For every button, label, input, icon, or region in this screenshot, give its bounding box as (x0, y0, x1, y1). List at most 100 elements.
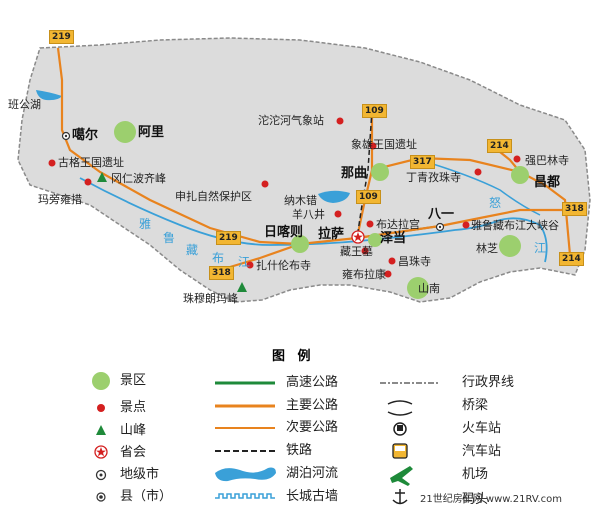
label-guge: 古格王国遗址 (58, 156, 124, 169)
spot-yangbajing (334, 210, 342, 218)
namucuo-lake (318, 190, 350, 203)
spot-mapang (84, 178, 92, 186)
footer-site-url: www.21RV.com (485, 494, 562, 505)
label-mapang: 玛旁雍措 (38, 193, 82, 206)
legend-prefecture-inner (99, 473, 103, 477)
spot-xiangxiong (369, 142, 377, 150)
label-river-bu: 布 (212, 251, 225, 265)
label-zedang: 泽当 (380, 231, 407, 246)
road-shield-214-a: 214 (487, 139, 512, 153)
label-yangbajing: 羊八井 (292, 208, 325, 221)
scenic-area-ali (114, 121, 136, 143)
road-shield-317: 317 (410, 155, 435, 169)
label-bangong: 班公湖 (8, 98, 41, 111)
capital-lasa-star (353, 232, 363, 242)
label-namucuo: 纳木错 (284, 194, 317, 207)
label-river-zang: 藏 (186, 243, 199, 257)
label-gaer: 噶尔 (72, 128, 99, 143)
spot-guge (48, 159, 56, 167)
road-shield-318-b: 318 (209, 266, 234, 280)
label-qiangba: 强巴林寺 (525, 154, 569, 167)
label-gangren: 冈仁波齐峰 (111, 172, 166, 185)
tibet-region (17, 37, 591, 303)
peak-zhumulangma (237, 282, 247, 292)
scenic-area-linzhi (499, 235, 521, 257)
scenic-area-shannan (407, 277, 429, 299)
label-river-jiang2: 江 (534, 241, 547, 255)
spot-zangwangmu (361, 247, 369, 255)
legend-label-scenic-area: 景区 (120, 373, 147, 388)
legend-lake-river-symbol (215, 467, 276, 482)
legend-label-airport: 机场 (462, 467, 489, 482)
nu-river (419, 159, 541, 216)
label-linzhi: 林芝 (476, 242, 498, 255)
footer-watermark: 21世纪房车网 www.21RV.com (420, 490, 562, 505)
spot-budala (366, 220, 374, 228)
label-yongbulakang: 雍布拉康 (342, 268, 386, 281)
label-lasa: 拉萨 (318, 227, 345, 242)
legend-label-pier: 码头 (462, 492, 489, 507)
label-yalu-canyon: 雅鲁藏布江大峡谷 (471, 219, 559, 232)
road-shield-219-top: 219 (49, 30, 74, 44)
scenic-area-zedang (368, 233, 382, 247)
legend-capital-star (96, 447, 106, 457)
road-shield-109-b: 109 (356, 190, 381, 204)
legend-pier-symbol (392, 489, 408, 505)
legend-label-county: 县（市） (120, 489, 173, 504)
spot-zhashi (246, 261, 254, 269)
label-shenzha: 申扎自然保护区 (175, 190, 252, 203)
label-river-nu: 怒 (489, 196, 502, 210)
legend-label-prefecture: 地级市 (120, 467, 160, 482)
spot-shenzha (261, 180, 269, 188)
legend-train-station-symbol (393, 422, 407, 436)
legend-bridge-symbol (387, 400, 413, 416)
legend-label-admin-boundary: 行政界线 (462, 375, 515, 390)
legend-title: 图 例 (272, 349, 315, 364)
label-dingqing: 丁青孜珠寺 (406, 171, 461, 184)
legend-great-wall-symbol (215, 493, 275, 499)
label-river-jiang: 江 (238, 255, 251, 269)
legend-label-lake-river: 湖泊河流 (286, 466, 339, 481)
label-ali: 阿里 (138, 125, 165, 140)
label-zhumulangma: 珠穆朗玛峰 (183, 292, 238, 305)
legend-label-highway: 高速公路 (286, 375, 339, 390)
scenic-area-naqu (371, 163, 389, 181)
road-shield-214-b: 214 (559, 252, 584, 266)
label-zhashi: 扎什伦布寺 (256, 259, 311, 272)
road-shield-219-mid: 219 (216, 231, 241, 245)
label-xiangxiong: 象雄王国遗址 (351, 138, 417, 151)
label-river-ya: 雅 (139, 217, 152, 231)
label-changdu: 昌都 (534, 175, 561, 190)
label-changzhu: 昌珠寺 (398, 255, 431, 268)
city-gaer-dot (64, 134, 68, 138)
spot-qiangba (513, 155, 521, 163)
road-317 (371, 156, 521, 174)
label-naqu: 那曲 (341, 166, 368, 181)
legend-label-great-wall: 长城古墙 (286, 489, 339, 504)
road-109 (355, 110, 374, 239)
legend-label-bus-station: 汽车站 (462, 444, 502, 459)
spot-tuotuo (336, 117, 344, 125)
qingzang-railway (356, 109, 373, 239)
legend-bus-station-symbol (392, 443, 408, 459)
label-budala: 布达拉宫 (376, 218, 420, 231)
legend-county-inner (99, 495, 103, 499)
road-shield-109-a: 109 (362, 104, 387, 118)
spot-dingqing (474, 168, 482, 176)
label-zangwangmu: 藏王墓 (340, 245, 373, 258)
legend-label-main-road: 主要公路 (286, 398, 339, 413)
legend-label-bridge: 桥梁 (462, 398, 489, 413)
label-shannan: 山南 (418, 282, 440, 295)
scenic-area-rikaze (291, 235, 309, 253)
scenic-area-changdu (511, 166, 529, 184)
label-basu: 八一 (428, 207, 455, 222)
road-219 (56, 47, 301, 246)
legend-scenic-area-symbol (92, 372, 110, 390)
peak-gangren (97, 172, 107, 182)
spot-yalu-canyon (462, 221, 470, 229)
legend-airport-symbol (390, 466, 413, 486)
road-shield-318-a: 318 (562, 202, 587, 216)
legend-label-secondary-road: 次要公路 (286, 420, 339, 435)
legend-label-peak: 山峰 (120, 423, 147, 438)
